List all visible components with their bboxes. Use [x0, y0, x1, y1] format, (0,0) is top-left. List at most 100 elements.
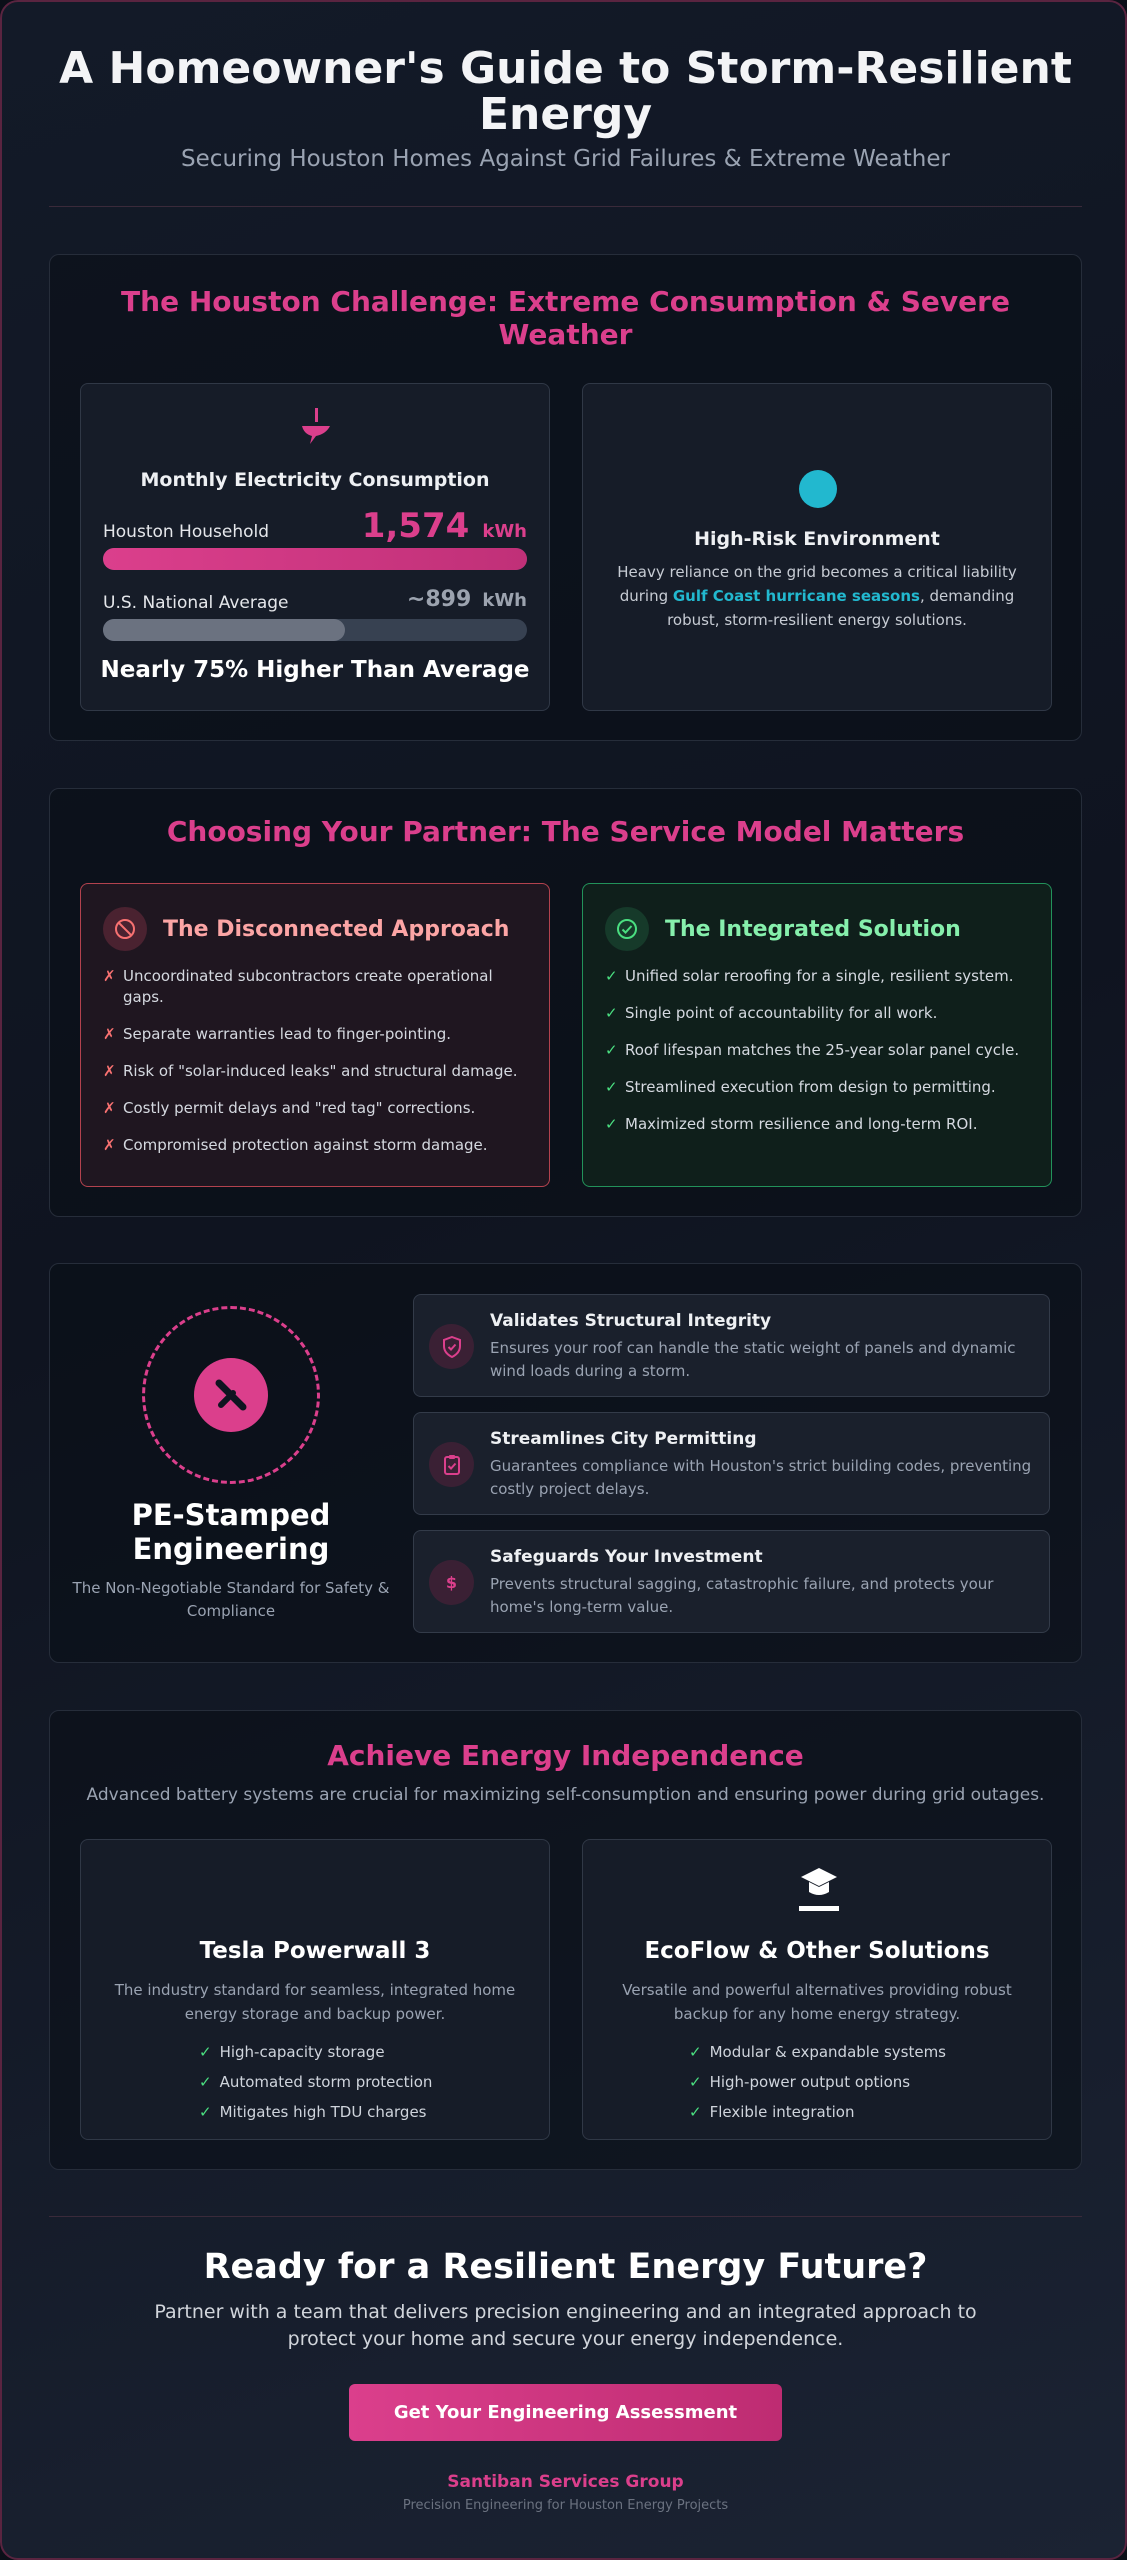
engineering-title: PE-Stamped Engineering — [131, 1498, 331, 1566]
engineering-section: PE-Stamped Engineering The Non-Negotiabl… — [49, 1263, 1082, 1663]
check-mark-icon: ✓ — [689, 2103, 702, 2121]
tesla-card: Tesla Powerwall 3 The industry standard … — [80, 1839, 550, 2140]
disconnected-heading: The Disconnected Approach — [163, 917, 510, 942]
list-item-text: Uncoordinated subcontractors create oper… — [123, 967, 493, 1006]
national-value: ~899 — [406, 587, 472, 612]
dollar-glyph: $ — [445, 1573, 458, 1592]
feature-structural: Validates Structural Integrity Ensures y… — [413, 1294, 1050, 1397]
integrated-card: The Integrated Solution ✓Unified solar r… — [582, 883, 1052, 1187]
ecoflow-card: EcoFlow & Other Solutions Versatile and … — [582, 1839, 1052, 2140]
page-title: A Homeowner's Guide to Storm-Resilient E… — [59, 43, 1072, 140]
battery-station-icon — [799, 1866, 839, 1914]
feature-desc: Guarantees compliance with Houston's str… — [490, 1457, 1032, 1498]
risk-highlight: Gulf Coast hurricane seasons — [672, 587, 920, 605]
challenge-title: The Houston Challenge: Extreme Consumpti… — [121, 285, 1010, 351]
list-item: ✓ Roof lifespan matches the 25-year solar… — [605, 1040, 1031, 1061]
tools-icon — [194, 1358, 268, 1432]
power-plug-icon — [300, 408, 332, 448]
tesla-desc: The industry standard for seamless, inte… — [114, 1981, 516, 2023]
independence-title: Achieve Energy Independence — [327, 1739, 804, 1772]
shield-icon — [429, 1324, 474, 1369]
feature-item-text: Mitigates high TDU charges — [219, 2103, 427, 2121]
national-bar-fill — [103, 619, 345, 641]
feature-item: ✓ Modular & expandable systems — [689, 2043, 946, 2061]
tesla-features: ✓High-capacity storage✓Automated storm p… — [199, 2043, 432, 2133]
feature-investment: $ Safeguards Your Investment Prevents st… — [413, 1530, 1050, 1633]
feature-title: Validates Structural Integrity — [490, 1311, 772, 1331]
consumption-heading: Monthly Electricity Consumption — [140, 469, 490, 491]
houston-value: 1,574 — [361, 506, 470, 546]
feature-desc: Ensures your roof can handle the static … — [490, 1339, 1016, 1380]
cta-text: Partner with a team that delivers precis… — [154, 2301, 977, 2350]
check-mark-icon: ✓ — [605, 1041, 618, 1059]
x-mark-icon: ✗ — [103, 967, 116, 985]
engineering-stamp — [142, 1306, 320, 1484]
check-mark-icon: ✓ — [605, 1004, 618, 1022]
ban-icon — [103, 907, 147, 951]
check-mark-icon: ✓ — [605, 1115, 618, 1133]
risk-text-start: Heavy reliance on the grid becomes a cri… — [617, 563, 1017, 605]
risk-card: High-Risk Environment Heavy reliance on … — [582, 383, 1052, 711]
list-item: ✗ Costly permit delays and "red tag" corr… — [103, 1098, 529, 1119]
list-item-text: Single point of accountability for all w… — [625, 1004, 938, 1022]
list-item-text: Roof lifespan matches the 25-year solar … — [625, 1041, 1020, 1059]
risk-heading: High-Risk Environment — [694, 528, 940, 550]
consumption-card: Monthly Electricity Consumption Houston … — [80, 383, 550, 711]
list-item-text: Separate warranties lead to finger-point… — [123, 1025, 452, 1043]
list-item: ✗ Uncoordinated subcontractors create ope… — [103, 966, 529, 1008]
check-mark-icon: ✓ — [199, 2103, 212, 2121]
header-divider — [49, 206, 1082, 207]
list-item-text: Streamlined execution from design to per… — [625, 1078, 996, 1096]
page-subtitle: Securing Houston Homes Against Grid Fail… — [181, 146, 950, 172]
engineering-assessment-button[interactable]: Get Your Engineering Assessment — [349, 2384, 782, 2441]
feature-permitting: Streamlines City Permitting Guarantees c… — [413, 1412, 1050, 1515]
houston-value-group: 1,574 kWh — [362, 506, 527, 546]
houston-bar — [103, 548, 527, 570]
houston-bar-fill — [103, 548, 527, 570]
list-item: ✗ Separate warranties lead to finger-poin… — [103, 1024, 529, 1045]
ecoflow-heading: EcoFlow & Other Solutions — [644, 1938, 990, 1964]
engineering-subtitle: The Non-Negotiable Standard for Safety &… — [72, 1579, 390, 1620]
feature-item: ✓ High-capacity storage — [199, 2043, 432, 2061]
houston-label: Houston Household — [103, 522, 270, 542]
list-item: ✓ Unified solar reroofing for a single, r… — [605, 966, 1031, 987]
x-mark-icon: ✗ — [103, 1099, 116, 1117]
clipboard-check-icon — [429, 1442, 474, 1487]
list-item: ✓Streamlined execution from design to pe… — [605, 1077, 1031, 1098]
feature-item: ✓ Flexible integration — [689, 2103, 946, 2121]
list-item: ✗ Compromised protection against storm da… — [103, 1135, 529, 1156]
feature-desc: Prevents structural sagging, catastrophi… — [490, 1575, 994, 1616]
feature-item: ✓High-power output options — [689, 2073, 946, 2091]
national-label: U.S. National Average — [103, 593, 289, 613]
x-mark-icon: ✗ — [103, 1136, 116, 1154]
list-item-text: Compromised protection against storm dam… — [123, 1136, 488, 1154]
check-mark-icon: ✓ — [199, 2073, 212, 2091]
hurricane-icon — [799, 470, 837, 508]
list-item-text: Maximized storm resilience and long-term… — [625, 1115, 978, 1133]
list-item-text: Costly permit delays and "red tag" corre… — [123, 1099, 476, 1117]
dollar-icon: $ — [429, 1560, 474, 1605]
x-mark-icon: ✗ — [103, 1025, 116, 1043]
cta-divider — [49, 2216, 1082, 2217]
integrated-list: ✓ Unified solar reroofing for a single, r… — [605, 966, 1031, 1151]
challenge-section: The Houston Challenge: Extreme Consumpti… — [49, 254, 1082, 741]
feature-item-text: Flexible integration — [709, 2103, 855, 2121]
risk-text-end: , demanding robust, storm-resilient ener… — [667, 587, 1015, 629]
national-unit: kWh — [482, 590, 527, 611]
tesla-heading: Tesla Powerwall 3 — [199, 1938, 431, 1964]
check-mark-icon: ✓ — [689, 2073, 702, 2091]
check-mark-icon: ✓ — [605, 967, 618, 985]
feature-item-text: Modular & expandable systems — [709, 2043, 946, 2061]
national-bar — [103, 619, 527, 641]
check-mark-icon: ✓ — [689, 2043, 702, 2061]
x-mark-icon: ✗ — [103, 1062, 116, 1080]
feature-item-text: High-capacity storage — [219, 2043, 385, 2061]
check-mark-icon: ✓ — [199, 2043, 212, 2061]
list-item: ✗Risk of "solar-induced leaks" and struc… — [103, 1061, 529, 1082]
list-item: ✓ Single point of accountability for all … — [605, 1003, 1031, 1024]
list-item-text: Unified solar reroofing for a single, re… — [625, 967, 1014, 985]
list-item: ✓ Maximized storm resilience and long-ter… — [605, 1114, 1031, 1135]
footer-company: Santiban Services Group — [447, 2472, 684, 2492]
cta-title: Ready for a Resilient Energy Future? — [203, 2247, 928, 2287]
